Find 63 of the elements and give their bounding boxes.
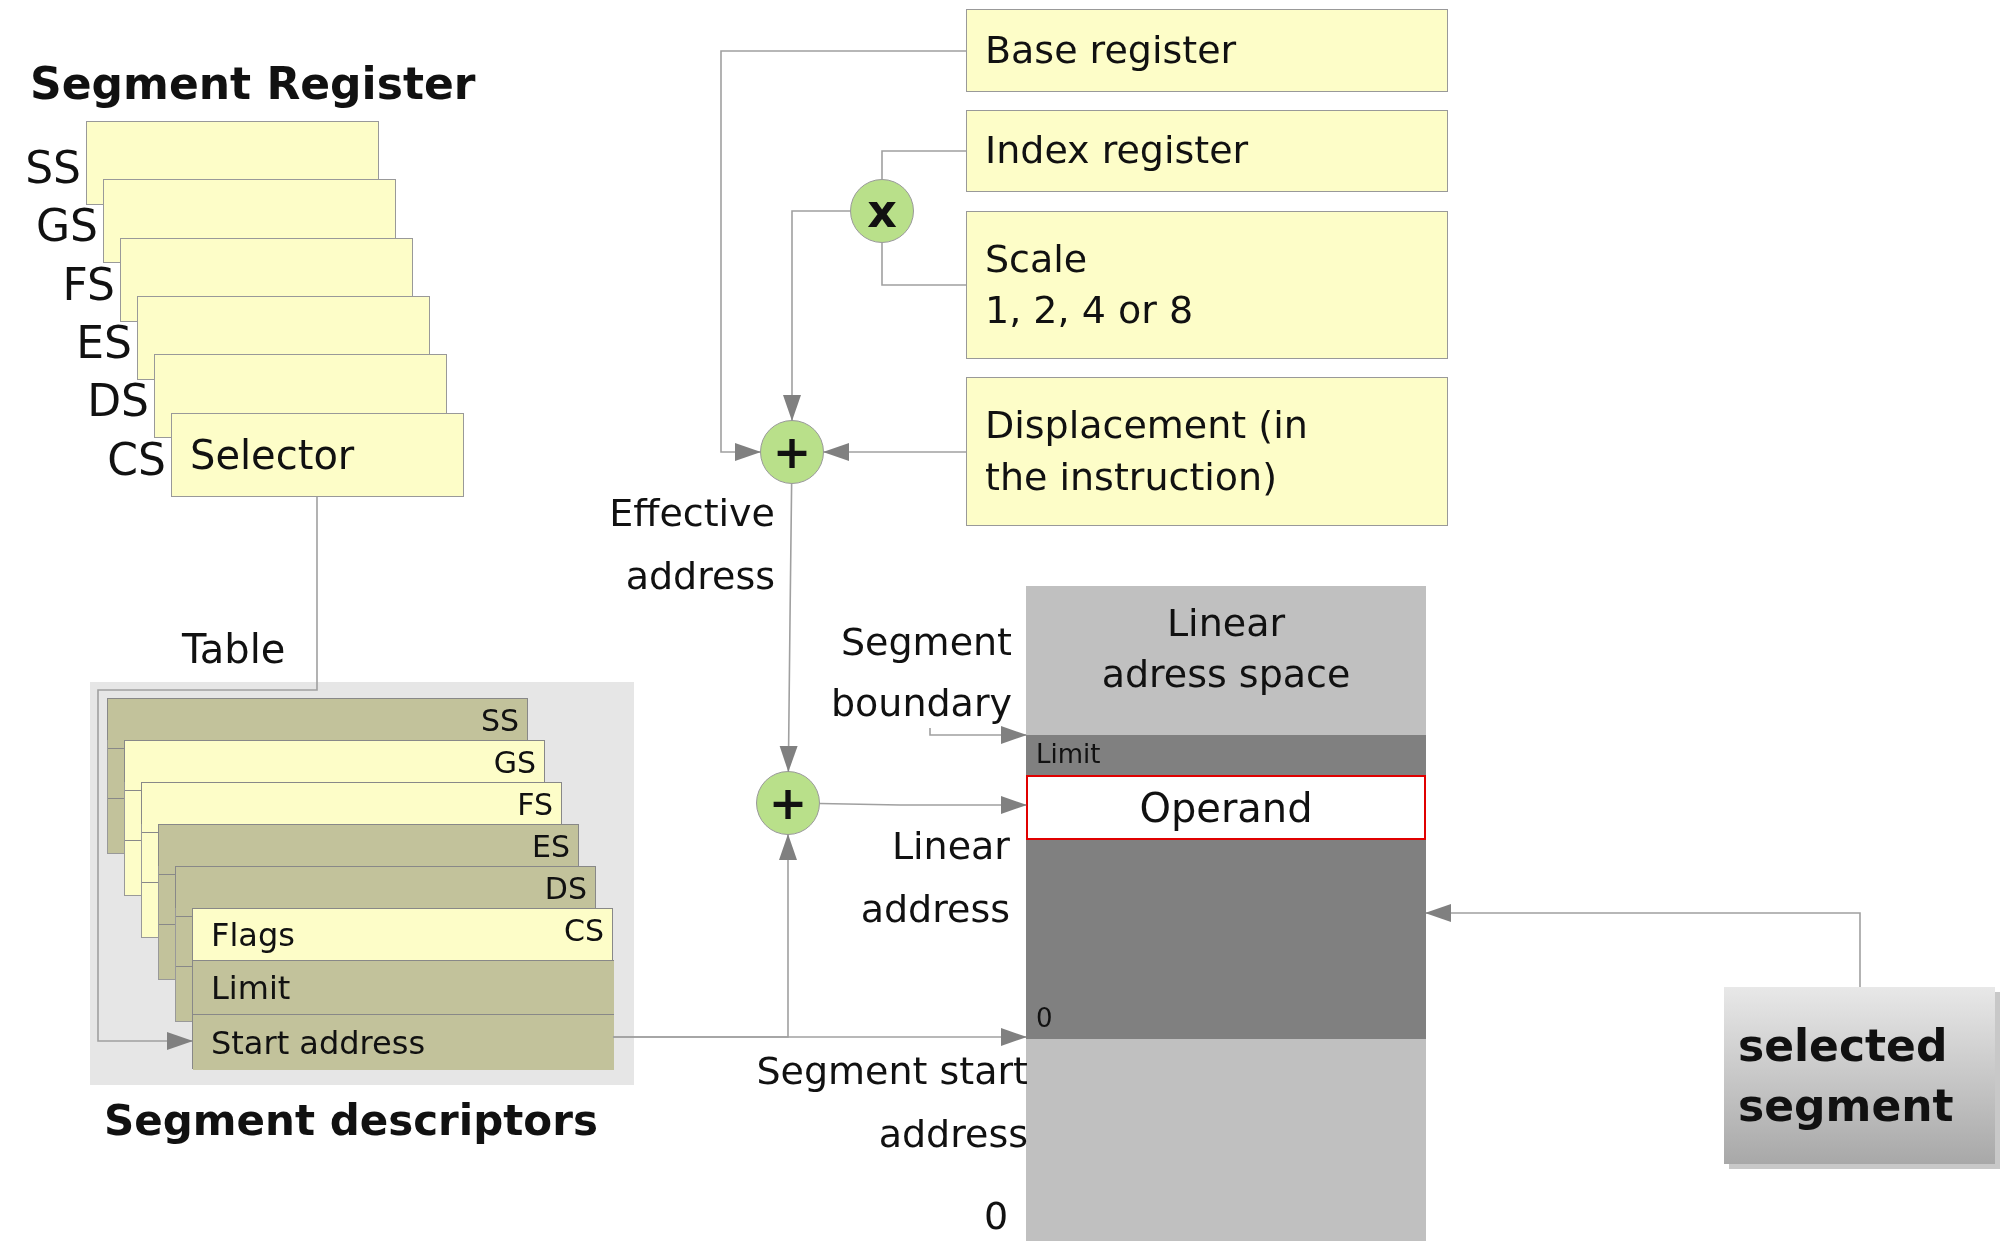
register-label: Selector <box>190 432 355 478</box>
segment-register-name: FS <box>62 259 115 310</box>
register-box <box>966 377 1448 526</box>
descriptor-card <box>107 698 528 740</box>
address-space-bar <box>1026 586 1426 1241</box>
table-caption: Segment descriptors <box>104 1096 598 1145</box>
field-label: Limit <box>211 968 291 1007</box>
boundary-value: Limit <box>1036 739 1101 769</box>
boundary-value: 0 <box>1036 1003 1053 1033</box>
descriptor-field <box>193 960 614 1014</box>
segment-name: FS <box>517 787 553 822</box>
register-label: Displacement (in the instruction) <box>985 402 1309 501</box>
edge-label: Linear address <box>859 823 1010 933</box>
segment-name: DS <box>544 871 587 906</box>
segment-name: SS <box>480 703 519 738</box>
connector-line <box>881 242 967 286</box>
register-box <box>966 9 1448 92</box>
segment-band <box>1026 735 1426 1039</box>
arrow <box>823 443 967 461</box>
operand-label: Operand <box>1139 784 1313 831</box>
descriptor-card <box>192 908 613 1069</box>
segment-register-name: GS <box>35 200 98 251</box>
arrow <box>720 50 967 461</box>
arrow <box>779 483 798 772</box>
segment-register-name: ES <box>76 317 132 368</box>
register-box <box>966 211 1448 359</box>
field-label: Flags <box>211 915 295 954</box>
edge-label: Segment start address <box>755 1048 1028 1158</box>
table-heading: Table <box>182 626 286 672</box>
segment-name: ES <box>532 829 570 864</box>
arrow <box>97 496 318 1050</box>
register-box <box>966 110 1448 192</box>
boundary-label: Segment boundary <box>829 619 1012 727</box>
selected-segment-label: selected segment <box>1738 1019 1955 1133</box>
segment-register-name: CS <box>107 434 166 485</box>
descriptor-field <box>193 1014 614 1070</box>
axis-zero: 0 <box>984 1194 1009 1238</box>
register-label: Index register <box>985 127 1250 175</box>
segment-register-name: SS <box>25 142 81 193</box>
register-label: Scale <box>985 235 1089 283</box>
descriptor-card <box>158 824 579 866</box>
operand-box <box>1026 775 1426 840</box>
arrow <box>1425 904 1861 988</box>
section-heading: Segment Register <box>30 58 476 109</box>
connector-line <box>881 150 967 180</box>
segment-register-name: DS <box>87 375 149 426</box>
descriptor-card <box>175 866 596 908</box>
arrow <box>929 726 1027 744</box>
descriptor-card <box>141 782 562 824</box>
operator-symbol: + <box>768 780 808 826</box>
arrow <box>612 1028 1027 1046</box>
operator-symbol: + <box>772 429 812 475</box>
field-label: Start address <box>211 1023 426 1062</box>
segment-name: CS <box>564 913 604 948</box>
arrow <box>783 210 851 421</box>
edge-label: Effective address <box>608 490 775 600</box>
address-space-label: Linear adress space <box>1100 600 1352 699</box>
segment-name: GS <box>493 745 536 780</box>
register-label: Base register <box>985 26 1238 74</box>
register-label: 1, 2, 4 or 8 <box>985 287 1195 334</box>
arrow <box>819 796 1027 814</box>
operator-symbol: x <box>867 188 897 234</box>
descriptor-card <box>124 740 545 782</box>
